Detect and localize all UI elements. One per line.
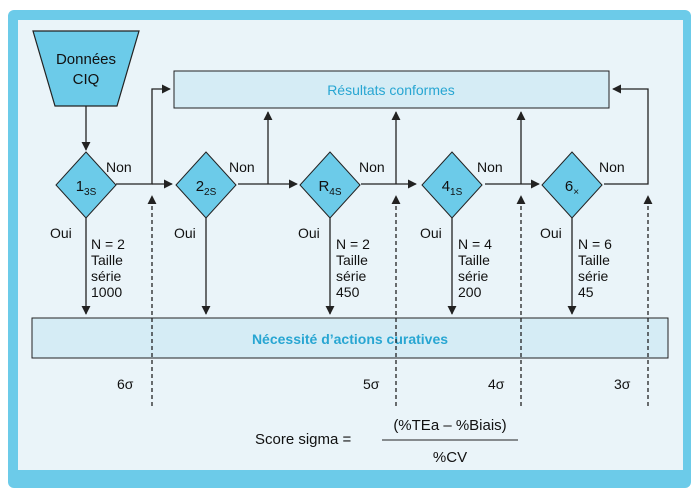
rule-node-3: R4S (299, 151, 361, 219)
rule-details-5: N = 6 Taille série 45 (578, 236, 612, 300)
sigma-labels: 6σ 5σ 4σ 3σ (117, 376, 631, 392)
sigma-label-3: 3σ (614, 376, 631, 392)
edge-label-non-1: Non (106, 159, 132, 175)
results-box-label: Résultats conformes (327, 82, 455, 98)
rule-3-size: 450 (336, 284, 360, 300)
svg-text:41S: 41S (442, 178, 463, 198)
sigma-label-6: 6σ (117, 376, 134, 392)
rule-1-size: 1000 (91, 284, 122, 300)
rule-4-taille: Taille (458, 252, 490, 268)
sigma-label-4: 4σ (488, 376, 505, 392)
rule-5-serie: série (578, 268, 609, 284)
rule-5-main: 6 (565, 178, 573, 195)
rule-details-4: N = 4 Taille série 200 (458, 236, 492, 300)
rule-details-1: N = 2 Taille série 1000 (91, 236, 125, 300)
actions-box: Nécessité d’actions curatives (31, 317, 669, 359)
formula-numerator: (%TEa – %Biais) (393, 417, 506, 434)
edge-label-oui-4: Oui (420, 225, 442, 241)
edge-label-non-4: Non (477, 159, 503, 175)
rule-4-serie: série (458, 268, 489, 284)
rule-3-serie: série (336, 268, 367, 284)
rule-1-sub: 3S (84, 187, 97, 198)
rule-3-n: N = 2 (336, 236, 370, 252)
rule-node-1: 13S (55, 151, 117, 219)
rule-4-size: 200 (458, 284, 482, 300)
rule-details-3: N = 2 Taille série 450 (336, 236, 370, 300)
rule-node-5: 6× (541, 151, 603, 219)
results-box: Résultats conformes (173, 70, 610, 109)
rule-2-sub: 2S (204, 187, 217, 198)
rule-1-n: N = 2 (91, 236, 125, 252)
edge-label-non-3: Non (359, 159, 385, 175)
rule-4-main: 4 (442, 178, 450, 195)
sigma-formula: Score sigma = (%TEa – %Biais) %CV (255, 417, 518, 466)
rule-node-4: 41S (421, 151, 483, 219)
source-node: Données CIQ (32, 30, 140, 107)
rule-4-n: N = 4 (458, 236, 492, 252)
actions-box-label: Nécessité d’actions curatives (252, 331, 448, 347)
svg-text:R4S: R4S (318, 178, 341, 198)
rule-1-main: 1 (76, 178, 84, 195)
rule-3-sub: 4S (329, 187, 342, 198)
rule-5-n: N = 6 (578, 236, 612, 252)
formula-lhs: Score sigma = (255, 431, 352, 448)
rule-2-main: 2 (196, 178, 204, 195)
rule-5-sub: × (573, 187, 579, 198)
connectors (81, 84, 649, 315)
rule-3-taille: Taille (336, 252, 368, 268)
rule-1-serie: série (91, 268, 122, 284)
sigma-dashed-lines (147, 195, 653, 406)
formula-denominator: %CV (433, 449, 467, 466)
svg-text:22S: 22S (196, 178, 217, 198)
svg-text:6×: 6× (565, 178, 579, 198)
edge-label-oui-2: Oui (174, 225, 196, 241)
edge-label-oui-5: Oui (540, 225, 562, 241)
source-label-line2: CIQ (73, 71, 100, 88)
edge-label-oui-1: Oui (50, 225, 72, 241)
svg-text:13S: 13S (76, 178, 97, 198)
rule-3-main: R (318, 178, 329, 195)
oui-labels: Oui Oui Oui Oui Oui (50, 225, 562, 241)
rule-5-taille: Taille (578, 252, 610, 268)
edge-label-non-2: Non (229, 159, 255, 175)
edge-label-oui-3: Oui (298, 225, 320, 241)
rule-4-sub: 1S (450, 187, 463, 198)
rule-1-taille: Taille (91, 252, 123, 268)
sigma-label-5: 5σ (363, 376, 380, 392)
rule-node-2: 22S (175, 151, 237, 219)
non-labels: Non Non Non Non Non (106, 159, 625, 175)
rule-5-size: 45 (578, 284, 594, 300)
edge-label-non-5: Non (599, 159, 625, 175)
source-label-line1: Données (56, 51, 116, 68)
